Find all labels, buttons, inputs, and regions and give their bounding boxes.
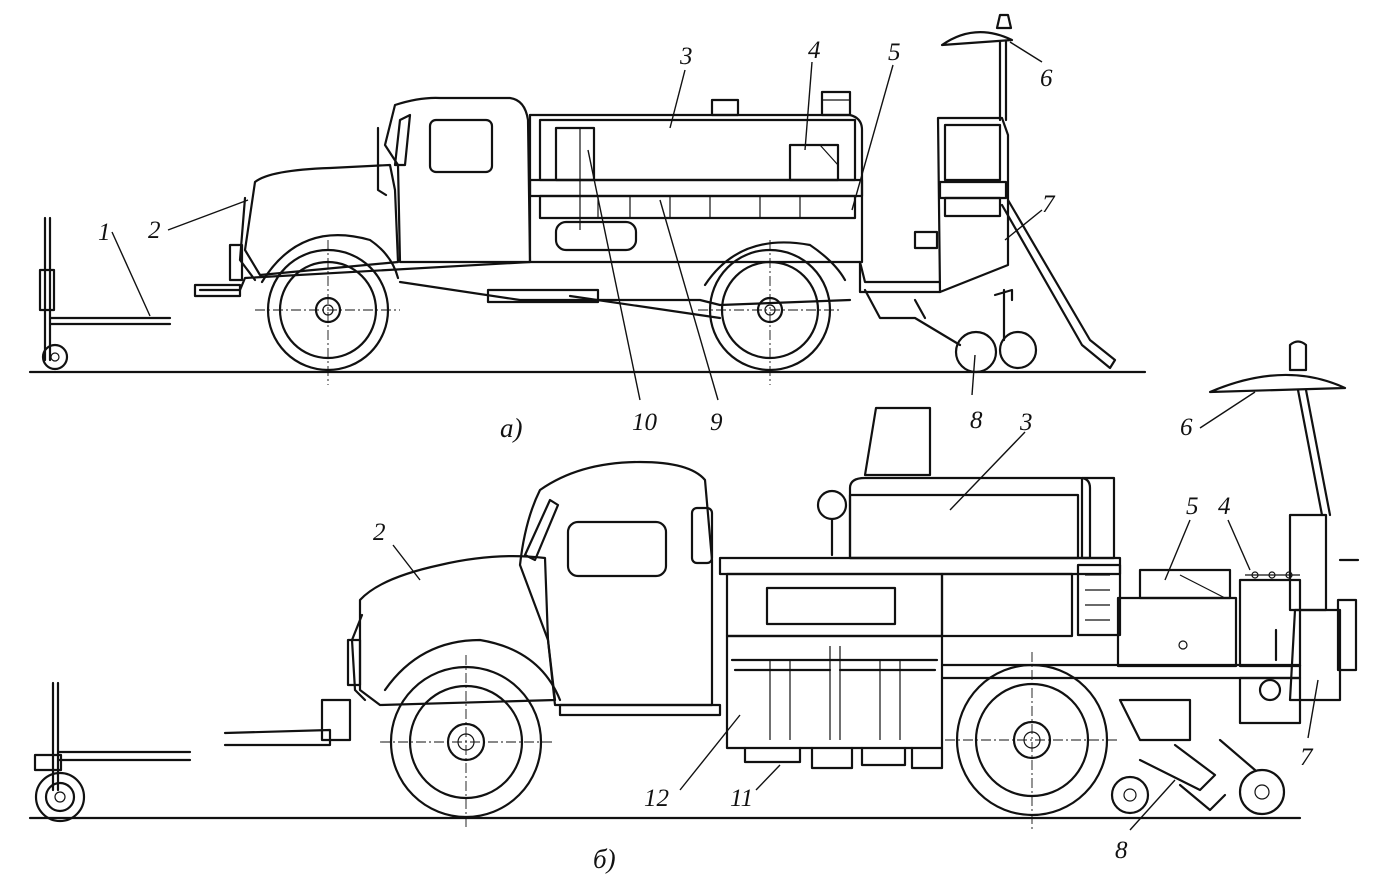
- label-a-7: 7: [1042, 191, 1056, 218]
- label-a-5: 5: [888, 39, 901, 66]
- boiler-b: [816, 406, 1122, 637]
- operator-cabin-a: [858, 13, 1117, 370]
- marking-unit-a: [863, 288, 1038, 374]
- view-a: 1 2 3 4 5 6 7 8 9 10 а): [28, 13, 1147, 443]
- label-a-4: 4: [808, 37, 821, 64]
- rear-wheel-b: [945, 652, 1118, 830]
- label-a-1: 1: [98, 219, 111, 246]
- label-a-6: 6: [1040, 65, 1053, 92]
- label-b-6: 6: [1180, 414, 1193, 441]
- label-a-3: 3: [679, 43, 693, 70]
- front-wheel-a: [255, 234, 400, 385]
- caption-b: б): [593, 844, 616, 874]
- marking-unit-b: [1110, 698, 1286, 816]
- label-b-11: 11: [730, 785, 753, 812]
- label-a-10: 10: [632, 409, 658, 436]
- rear-wheel-a: [698, 240, 847, 385]
- rear-unit-b: [1116, 340, 1360, 725]
- label-a-9: 9: [710, 409, 723, 436]
- label-b-5: 5: [1186, 493, 1199, 520]
- trailer-b: [33, 681, 192, 823]
- front-wheel-b: [380, 638, 562, 830]
- view-b: 2 3 6 5 4 7 8 11 12 б): [28, 340, 1360, 874]
- label-b-8: 8: [1115, 837, 1128, 864]
- caption-a: а): [500, 413, 523, 443]
- label-b-12: 12: [644, 785, 669, 812]
- label-a-8: 8: [970, 407, 983, 434]
- label-b-7: 7: [1300, 744, 1314, 771]
- label-b-4: 4: [1218, 493, 1231, 520]
- label-b-2: 2: [373, 519, 386, 546]
- trailer-a: [38, 216, 172, 371]
- label-b-3: 3: [1019, 409, 1033, 436]
- label-a-2: 2: [148, 217, 161, 244]
- tank-a: [528, 90, 864, 264]
